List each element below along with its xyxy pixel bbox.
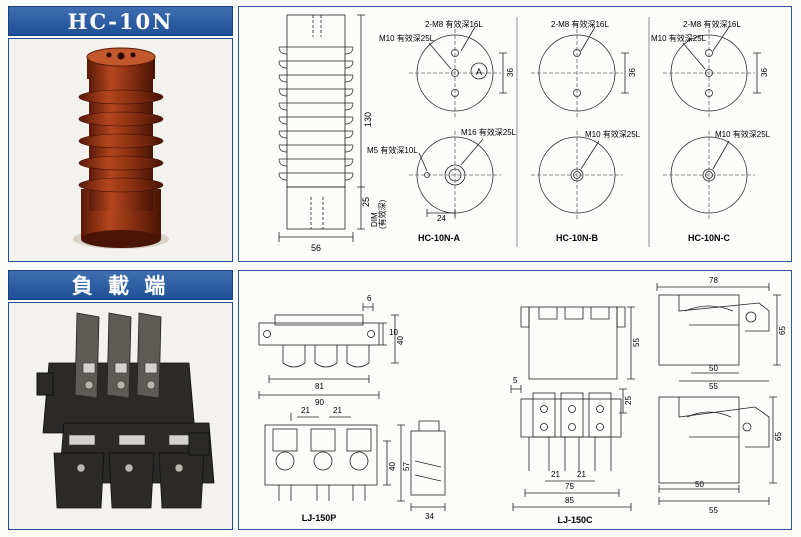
insulator-drawing-svg: 130 25 DIM (有效深) 56 A 2-M8 有效深16L M10 有效… <box>278 14 771 253</box>
c-top-m10: M10 有效深25L <box>651 33 707 43</box>
p-dim-40-top: 40 <box>396 336 405 345</box>
banner-hc10n: HC-10N <box>8 6 233 36</box>
caption-a: HC-10N-A <box>418 233 461 243</box>
caption-b: HC-10N-B <box>556 233 599 243</box>
p-caption: LJ-150P <box>302 513 337 523</box>
insulator-photo <box>8 38 233 262</box>
b-bottom-m10: M10 有效深25L <box>585 129 641 139</box>
s-dim-78: 78 <box>709 276 718 285</box>
c-top-m8: 2-M8 有效深16L <box>683 19 741 29</box>
dim-25: 25 <box>361 197 371 207</box>
insulator-drawing-panel: 130 25 DIM (有效深) 56 A 2-M8 有效深16L M10 有效… <box>238 6 792 262</box>
dim-effective: (有效深) <box>377 199 387 229</box>
p-dim-34: 34 <box>425 512 434 521</box>
banner-load-end: 負 載 端 <box>8 270 233 300</box>
c-dim-85: 85 <box>565 496 574 505</box>
banner-hc10n-text: HC-10N <box>67 8 174 34</box>
c-top-36: 36 <box>760 68 769 77</box>
terminal-drawing-svg: 6 10 40 81 90 21 21 40 57 LJ-150P 34 <box>258 276 787 525</box>
c-caption: LJ-150C <box>557 515 593 525</box>
banner-load-end-text: 負 載 端 <box>71 273 170 298</box>
c-dim-25: 25 <box>624 396 633 405</box>
caption-c: HC-10N-C <box>688 233 731 243</box>
dim-56: 56 <box>311 243 321 253</box>
label-m5: M5 有效深10L <box>367 145 418 155</box>
s-dim-50-bot: 50 <box>695 480 704 489</box>
p-dim-21b: 21 <box>333 406 342 415</box>
insulator-illustration <box>73 47 169 249</box>
b-top-36: 36 <box>628 68 637 77</box>
c-dim-55: 55 <box>632 338 641 347</box>
p-dim-21a: 21 <box>301 406 310 415</box>
s-dim-50-top: 50 <box>709 364 718 373</box>
p-dim-10: 10 <box>389 328 398 337</box>
a-top-36: 36 <box>506 68 515 77</box>
p-dim-57: 57 <box>402 462 411 471</box>
a-top-m10: M10 有效深25L <box>379 33 435 43</box>
dim-130: 130 <box>363 112 373 127</box>
p-dim-6: 6 <box>367 294 372 303</box>
c-dim-5: 5 <box>513 376 518 385</box>
terminal-photo <box>8 302 233 530</box>
terminal-drawing-panel: 6 10 40 81 90 21 21 40 57 LJ-150P 34 <box>238 270 792 530</box>
s-dim-65-top: 65 <box>778 326 787 335</box>
p-dim-40-bot: 40 <box>388 462 397 471</box>
terminal-illustration <box>36 312 215 509</box>
c-dim-21a: 21 <box>551 470 560 479</box>
c-bottom-m10: M10 有效深25L <box>715 129 771 139</box>
label-m16: M16 有效深25L <box>461 127 517 137</box>
dim-dim: DIM <box>370 212 379 227</box>
s-dim-55-bot: 55 <box>709 506 718 515</box>
c-dim-75: 75 <box>565 482 574 491</box>
dim-24: 24 <box>437 214 446 223</box>
a-top-m8: 2-M8 有效深16L <box>425 19 483 29</box>
c-dim-21b: 21 <box>577 470 586 479</box>
b-top-m8: 2-M8 有效深16L <box>551 19 609 29</box>
s-dim-55-top: 55 <box>709 382 718 391</box>
p-dim-90: 90 <box>315 398 324 407</box>
label-a: A <box>476 67 482 77</box>
s-dim-65-bot: 65 <box>774 432 783 441</box>
p-dim-81: 81 <box>315 382 324 391</box>
